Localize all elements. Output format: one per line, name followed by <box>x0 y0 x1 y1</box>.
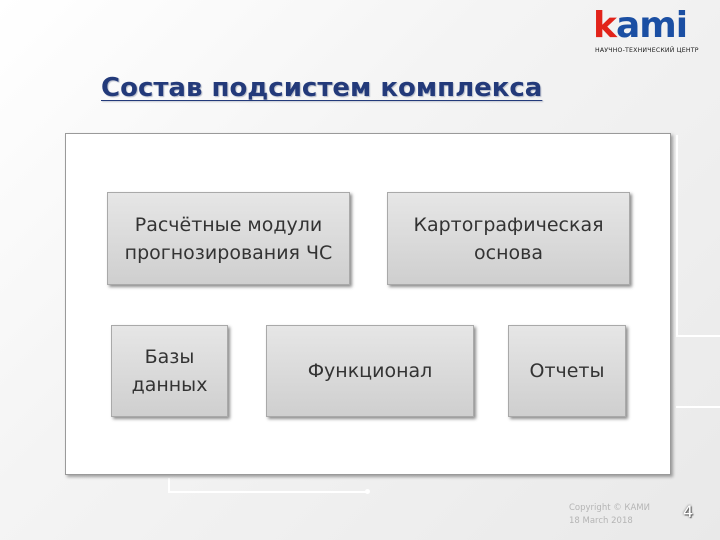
footer-date: 18 March 2018 <box>569 516 633 526</box>
logo-subtitle: НАУЧНО-ТЕХНИЧЕСКИЙ ЦЕНТР <box>595 47 699 54</box>
logo-letters-ami: ami <box>615 5 688 46</box>
box-functionality: Функционал <box>266 325 474 417</box>
page-number: 4 <box>683 502 694 521</box>
diagram-frame <box>65 133 671 475</box>
background-line <box>168 478 170 492</box>
footer-copyright: Copyright © КАМИ 18 March 2018 <box>569 502 659 528</box>
kami-logo: kami НАУЧНО-ТЕХНИЧЕСКИЙ ЦЕНТР <box>593 8 713 56</box>
box-reports: Отчеты <box>508 325 626 417</box>
background-dot <box>365 489 370 494</box>
logo-wordmark: kami <box>593 8 713 44</box>
box-databases: Базы данных <box>111 325 228 417</box>
background-line <box>676 335 720 337</box>
background-line <box>676 135 678 335</box>
background-line <box>168 491 368 493</box>
logo-letter-k: k <box>593 5 617 46</box>
box-calc-modules: Расчётные модули прогнозирования ЧС <box>107 192 350 285</box>
slide-title: Состав подсистем комплекса <box>101 73 543 103</box>
box-cartographic-base: Картографическая основа <box>387 192 630 285</box>
background-line <box>676 406 720 408</box>
copyright-text: Copyright © КАМИ <box>569 503 650 513</box>
